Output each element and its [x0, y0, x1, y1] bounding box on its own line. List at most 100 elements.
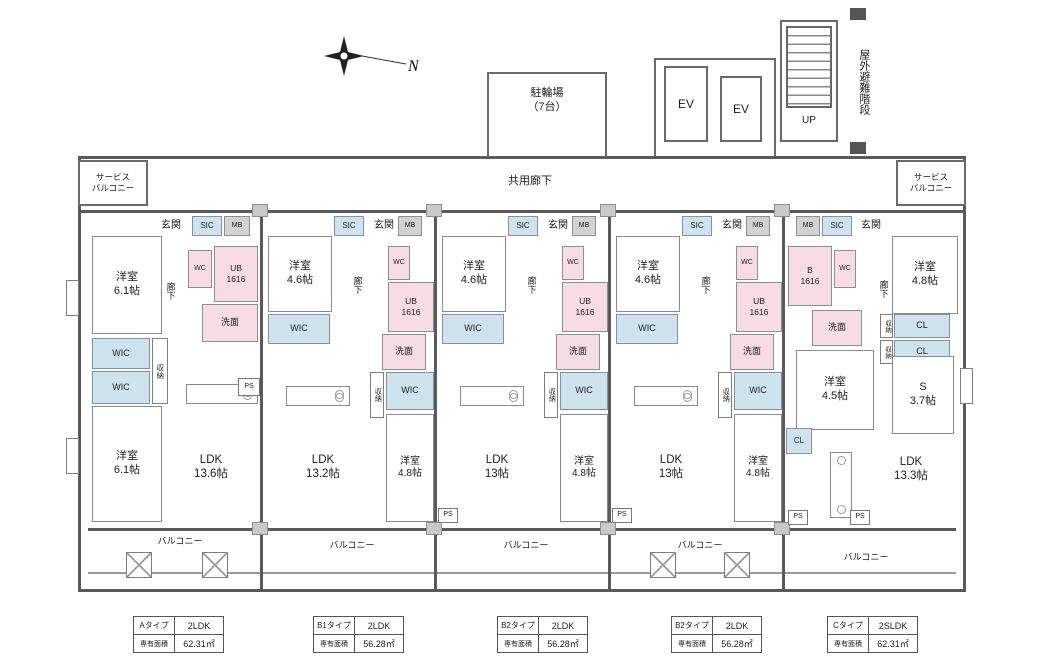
escape-stairs-label: 屋外避難階段	[857, 49, 870, 115]
unit-b1-hall-label: 廊下	[352, 276, 363, 294]
legend-area-label: 専有面積	[828, 635, 868, 652]
unit-divider	[260, 212, 263, 590]
legend-area: 56.28㎡	[355, 635, 403, 652]
unit-c-closet-3: CL	[786, 428, 812, 454]
legend-table-b2a: B2タイプ 2LDK 専有面積 56.28㎡	[497, 616, 588, 653]
legend-area: 56.28㎡	[539, 635, 587, 652]
pillar	[774, 522, 790, 535]
pillar	[426, 204, 442, 217]
unit-c-washroom: 洗面	[812, 310, 862, 346]
legend-area: 62.31㎡	[175, 635, 223, 652]
unit-divider	[608, 212, 611, 590]
unit-c-ldk-label: LDK 13.3帖	[894, 455, 928, 482]
balcony-label-a: バルコニー	[157, 536, 203, 547]
balcony-label-b2b: バルコニー	[677, 540, 723, 551]
balcony-label-c: バルコニー	[843, 552, 889, 563]
balcony-railing	[88, 572, 956, 574]
unit-c-service-room: S 3.7帖	[892, 356, 954, 434]
corridor-wall	[78, 210, 966, 213]
legend-area-label: 専有面積	[134, 635, 174, 652]
unit-b2a-wic-top: WIC	[442, 314, 504, 344]
unit-c-closet-1: CL	[894, 314, 950, 338]
unit-c-bedroom-2: 洋室 4.5帖	[796, 350, 874, 430]
unit-b1-unit-bath: UB 1616	[388, 282, 434, 332]
legend-table-b1: B1タイプ 2LDK 専有面積 56.28㎡	[313, 616, 404, 653]
balcony-hatch-box	[724, 552, 750, 578]
stair-wall-block	[850, 142, 866, 154]
unit-b1-sic: SIC	[334, 216, 364, 236]
unit-c-storage-1: 収納	[880, 314, 893, 338]
unit-b2a-storage: 収納	[544, 372, 558, 418]
legend-table-c: Cタイプ 2SLDK 専有面積 62.31㎡	[827, 616, 918, 653]
legend-layout: 2LDK	[539, 617, 587, 634]
unit-a-ldk-label: LDK 13.6帖	[194, 453, 228, 480]
legend-table-a: Aタイプ 2LDK 専有面積 62.31㎡	[133, 616, 224, 653]
unit-c-bedroom-1: 洋室 4.8帖	[892, 236, 958, 314]
north-label: N	[407, 58, 420, 75]
unit-a-bedroom-1: 洋室 6.1帖	[92, 236, 162, 334]
up-label: UP	[802, 114, 816, 126]
unit-a-sic: SIC	[192, 216, 222, 236]
unit-b2a-meter-box: MB	[572, 216, 596, 236]
unit-a-hall-label: 廊下	[165, 282, 176, 300]
unit-b2b-kitchen-counter	[634, 386, 698, 406]
unit-b1-storage: 収納	[370, 372, 384, 418]
unit-b2b-unit-bath: UB 1616	[736, 282, 782, 332]
unit-b2b-wic-top: WIC	[616, 314, 678, 344]
unit-b2b-meter-box: MB	[746, 216, 770, 236]
stair-wall-block	[850, 8, 866, 20]
legend-area: 56.28㎡	[713, 635, 761, 652]
pillar	[252, 522, 268, 535]
unit-c-storage-2: 収納	[880, 340, 893, 364]
service-balcony-right: サービス バルコニー	[896, 160, 966, 206]
unit-a-wc: WC	[188, 250, 212, 288]
legend-layout: 2LDK	[175, 617, 223, 634]
unit-b1-kitchen-counter	[286, 386, 350, 406]
balcony-hatch-box	[126, 552, 152, 578]
bay-window	[66, 280, 79, 316]
unit-b2a-sic: SIC	[508, 216, 538, 236]
unit-a-storage: 収納	[152, 338, 168, 404]
pillar	[600, 522, 616, 535]
unit-b2a-hall-label: 廊下	[526, 276, 537, 294]
unit-b1-washroom: 洗面	[382, 334, 426, 370]
unit-b2b-wc: WC	[736, 246, 758, 280]
pillar	[426, 522, 442, 535]
legend-area: 62.31㎡	[869, 635, 917, 652]
unit-b2b-washroom: 洗面	[730, 334, 774, 370]
unit-c-meter-box: MB	[796, 216, 820, 236]
unit-b1-meter-box: MB	[398, 216, 422, 236]
unit-b2b-wic-bottom: WIC	[734, 372, 782, 410]
unit-b2b-ldk-label: LDK 13帖	[658, 453, 684, 480]
unit-b2b-hall-label: 廊下	[700, 276, 711, 294]
service-balcony-left: サービス バルコニー	[78, 160, 148, 206]
pillar	[774, 204, 790, 217]
balcony-hatch-box	[650, 552, 676, 578]
unit-b1-wic-top: WIC	[268, 314, 330, 344]
bay-window	[66, 438, 79, 474]
legend-type: B2タイプ	[498, 617, 538, 634]
unit-b1-wc: WC	[388, 246, 410, 280]
bike-parking-label: 駐輪場 （7台）	[527, 87, 567, 113]
legend-layout: 2LDK	[713, 617, 761, 634]
unit-b2a-bedroom-1: 洋室 4.6帖	[442, 236, 506, 312]
unit-b1-bedroom-1: 洋室 4.6帖	[268, 236, 332, 312]
unit-a-unit-bath: UB 1616	[214, 246, 258, 302]
pipe-space: PS	[850, 510, 870, 525]
unit-b2a-unit-bath: UB 1616	[562, 282, 608, 332]
legend-area-label: 専有面積	[498, 635, 538, 652]
pipe-space: PS	[788, 510, 808, 525]
unit-a-wic-1: WIC	[92, 338, 150, 369]
legend-area-label: 専有面積	[314, 635, 354, 652]
unit-c-sic: SIC	[822, 216, 852, 236]
legend-type: Aタイプ	[134, 617, 174, 634]
unit-b2b-sic: SIC	[682, 216, 712, 236]
pipe-space: PS	[238, 378, 260, 396]
unit-a-entrance-label: 玄関	[161, 220, 181, 232]
unit-b2a-kitchen-counter	[460, 386, 524, 406]
balcony-hatch-box	[202, 552, 228, 578]
stairs-icon	[786, 26, 832, 108]
unit-divider	[782, 212, 785, 590]
unit-a-meter-box: MB	[224, 216, 250, 236]
